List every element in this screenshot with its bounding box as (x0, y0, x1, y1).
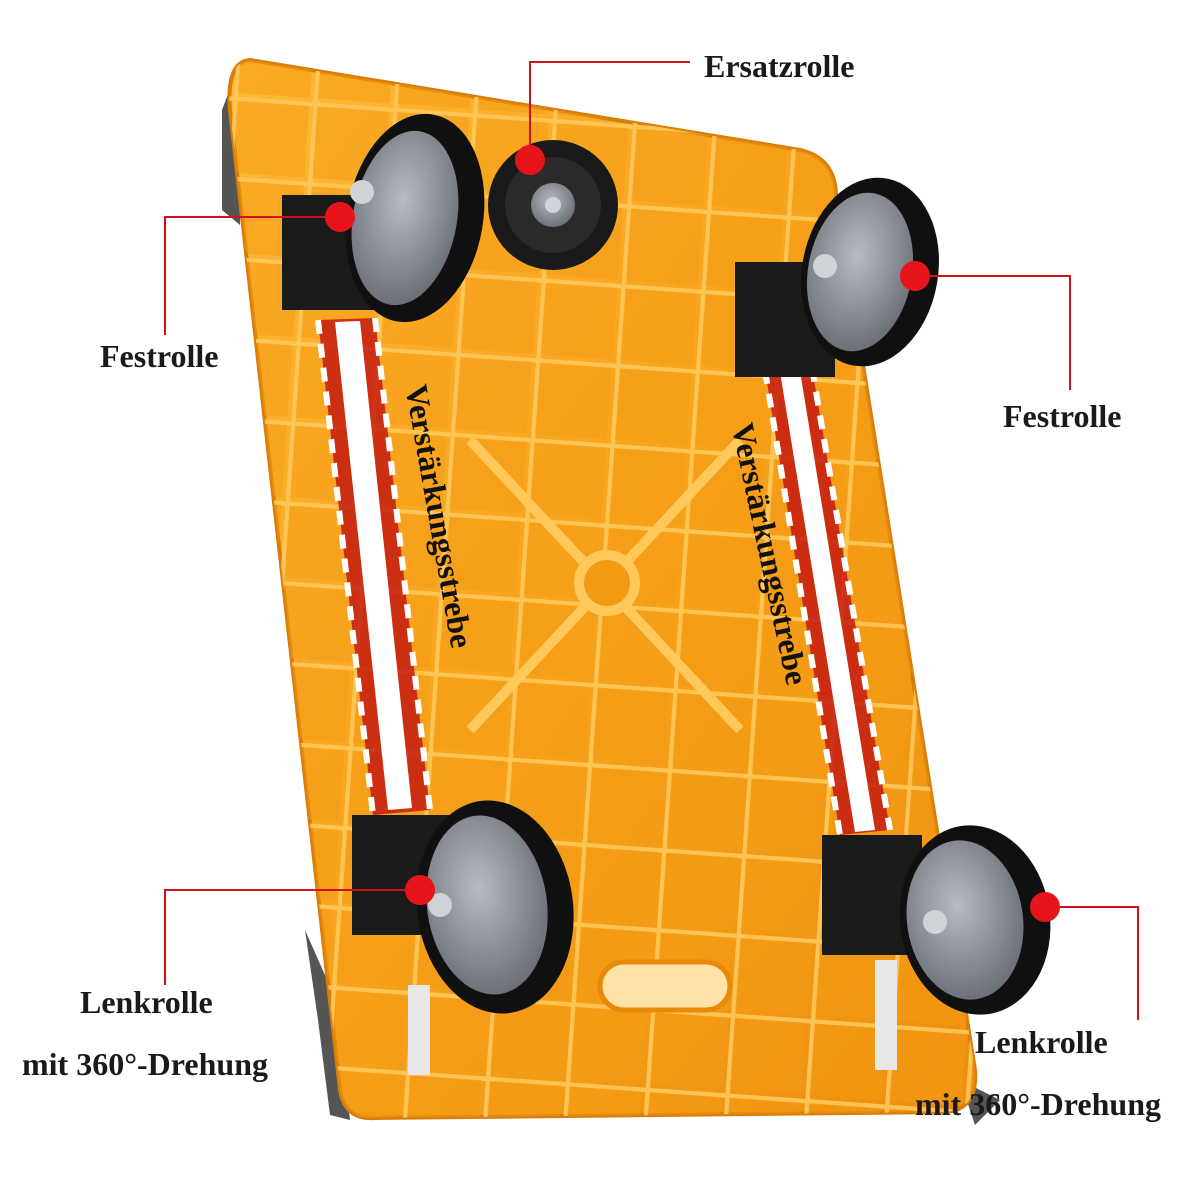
callout-dots (325, 145, 1060, 922)
center-ribs (466, 436, 744, 734)
label-spare-wheel: Ersatzrolle (704, 48, 855, 84)
brace-right (762, 367, 893, 836)
brace-left (315, 317, 433, 816)
callout-dot-icon (405, 875, 435, 905)
label-swivel-right-line1: Lenkrolle (975, 1024, 1108, 1060)
swivel-wheel-bottom-left (352, 800, 574, 1075)
handle-slot (597, 959, 733, 1013)
callout-dot-icon (900, 261, 930, 291)
callout-dot-icon (515, 145, 545, 175)
label-swivel-left-line1: Lenkrolle (80, 984, 213, 1020)
callout-dot-icon (325, 202, 355, 232)
callout-lines (164, 61, 1139, 1020)
swivel-wheel-bottom-right (822, 825, 1051, 1070)
label-swivel-right-line2: mit 360°-Drehung (915, 1086, 1161, 1122)
label-fixed-wheel-right: Festrolle (1003, 398, 1122, 434)
label-swivel-left-line2: mit 360°-Drehung (22, 1046, 268, 1082)
fixed-wheel-top-right (735, 177, 939, 377)
label-fixed-wheel-left: Festrolle (100, 338, 219, 374)
callout-dot-icon (1030, 892, 1060, 922)
spare-wheel (488, 140, 618, 270)
